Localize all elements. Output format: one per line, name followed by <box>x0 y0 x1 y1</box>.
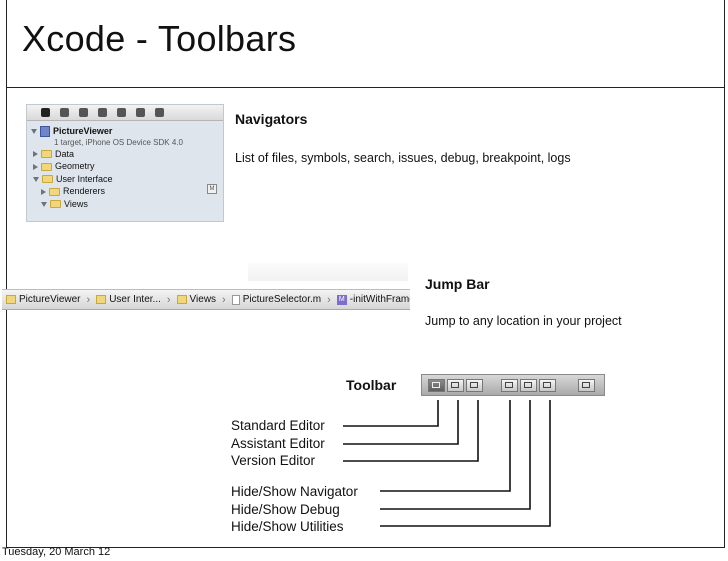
jumpbar-crumb[interactable]: Views <box>173 294 221 305</box>
jumpbar-crumb[interactable]: User Inter... <box>92 294 165 305</box>
organizer-button[interactable] <box>578 379 595 392</box>
view-labels: Hide/Show Navigator Hide/Show Debug Hide… <box>231 483 358 536</box>
navigators-heading: Navigators <box>235 111 308 127</box>
crumb-label: User Inter... <box>109 294 161 305</box>
log-navigator-icon[interactable] <box>155 108 164 117</box>
standard-editor-label: Standard Editor <box>231 418 325 433</box>
tree-item-label: Views <box>64 198 88 209</box>
chevron-right-icon: › <box>86 293 91 306</box>
disclosure-triangle-icon[interactable] <box>41 188 46 195</box>
folder-icon <box>176 295 187 304</box>
folder-icon <box>50 200 61 209</box>
hide-show-utilities-label: Hide/Show Utilities <box>231 519 344 534</box>
navigator-callout <box>380 400 511 492</box>
tree-item-label: User Interface <box>56 173 113 184</box>
project-icon <box>40 126 50 138</box>
version-editor-label: Version Editor <box>231 453 316 468</box>
version-editor-icon <box>470 382 478 388</box>
tree-item-views[interactable]: Views <box>27 198 223 211</box>
jumpbar-reflection <box>248 263 408 281</box>
navigator-pane-icon <box>505 382 513 388</box>
file-icon <box>231 294 240 305</box>
crumb-label: -initWithFrame: <box>349 294 410 305</box>
crumb-label: PictureSelector.m <box>242 294 322 305</box>
slide-title: Xcode - Toolbars <box>22 18 297 59</box>
navigator-selector-bar[interactable] <box>27 105 223 121</box>
editor-labels: Standard Editor Assistant Editor Version… <box>231 417 325 470</box>
folder-icon <box>6 295 16 304</box>
folder-icon <box>96 295 107 304</box>
crumb-label: PictureViewer <box>19 294 81 305</box>
chevron-right-icon: › <box>222 293 226 306</box>
folder-icon <box>49 187 60 196</box>
disclosure-triangle-icon[interactable] <box>41 201 47 207</box>
file-tree: PictureViewer 1 target, iPhone OS Device… <box>27 125 223 210</box>
disclosure-triangle-icon[interactable] <box>31 129 37 135</box>
utilities-callout <box>380 400 551 527</box>
tree-item-label: Data <box>55 148 75 159</box>
tree-item-renderers[interactable]: Renderers <box>27 185 223 198</box>
slide-frame <box>6 0 725 548</box>
project-subtitle: 1 target, iPhone OS Device SDK 4.0 <box>54 137 183 147</box>
jump-bar[interactable]: PictureViewer › User Inter... › Views › … <box>2 289 410 310</box>
slide-date: Tuesday, 20 March 12 <box>2 546 111 558</box>
tree-item-label: Geometry <box>55 161 95 171</box>
crumb-label: Views <box>189 294 217 305</box>
jumpbar-crumb[interactable]: M-initWithFrame: <box>333 294 410 305</box>
search-navigator-icon[interactable] <box>79 108 88 117</box>
jumpbar-crumb[interactable]: PictureViewer <box>2 294 85 305</box>
breakpoint-navigator-icon[interactable] <box>136 108 145 117</box>
standard-editor-icon <box>432 382 440 388</box>
navigators-description: List of files, symbols, search, issues, … <box>235 151 571 165</box>
disclosure-triangle-icon[interactable] <box>33 163 38 170</box>
debug-toggle-button[interactable] <box>520 379 537 392</box>
hide-show-debug-label: Hide/Show Debug <box>231 501 340 517</box>
jumpbar-description: Jump to any location in your project <box>425 314 622 328</box>
folder-icon <box>41 150 52 159</box>
chevron-right-icon: › <box>166 293 171 306</box>
assistant-editor-callout <box>343 400 459 445</box>
jumpbar-crumb[interactable]: PictureSelector.m <box>228 294 325 305</box>
tree-item-project[interactable]: PictureViewer <box>27 125 223 138</box>
xcode-toolbar <box>421 374 605 396</box>
organizer-icon <box>582 382 590 388</box>
disclosure-triangle-icon[interactable] <box>33 176 39 182</box>
assistant-editor-icon <box>451 382 459 388</box>
version-editor-callout <box>343 400 479 462</box>
folder-icon <box>42 175 53 184</box>
tree-item-geometry[interactable]: Geometry <box>27 160 223 173</box>
chevron-right-icon: › <box>327 293 331 306</box>
toolbar-heading: Toolbar <box>346 377 397 393</box>
debug-pane-icon <box>524 382 532 388</box>
utilities-toggle-button[interactable] <box>539 379 556 392</box>
tree-item-data[interactable]: Data M <box>27 148 223 194</box>
standard-editor-button[interactable] <box>428 379 445 392</box>
issue-navigator-icon[interactable] <box>98 108 107 117</box>
disclosure-triangle-icon[interactable] <box>33 151 38 158</box>
tree-item-label: Renderers <box>63 186 106 196</box>
assistant-editor-label: Assistant Editor <box>231 435 325 451</box>
folder-icon <box>41 162 52 171</box>
navigator-toggle-button[interactable] <box>501 379 518 392</box>
project-navigator-icon[interactable] <box>41 108 50 117</box>
standard-editor-callout <box>343 400 439 427</box>
navigator-panel: PictureViewer 1 target, iPhone OS Device… <box>26 104 224 222</box>
hide-show-navigator-label: Hide/Show Navigator <box>231 484 358 499</box>
modified-badge: M <box>207 183 217 194</box>
version-editor-button[interactable] <box>466 379 483 392</box>
jumpbar-heading: Jump Bar <box>425 276 490 292</box>
assistant-editor-button[interactable] <box>447 379 464 392</box>
debug-callout <box>380 400 531 510</box>
title-divider <box>6 87 725 88</box>
debug-navigator-icon[interactable] <box>117 108 126 117</box>
utilities-pane-icon <box>543 382 551 388</box>
symbol-navigator-icon[interactable] <box>60 108 69 117</box>
project-name: PictureViewer <box>53 126 113 136</box>
tree-item-user-interface[interactable]: User Interface <box>27 173 223 186</box>
method-icon: M <box>336 294 347 305</box>
